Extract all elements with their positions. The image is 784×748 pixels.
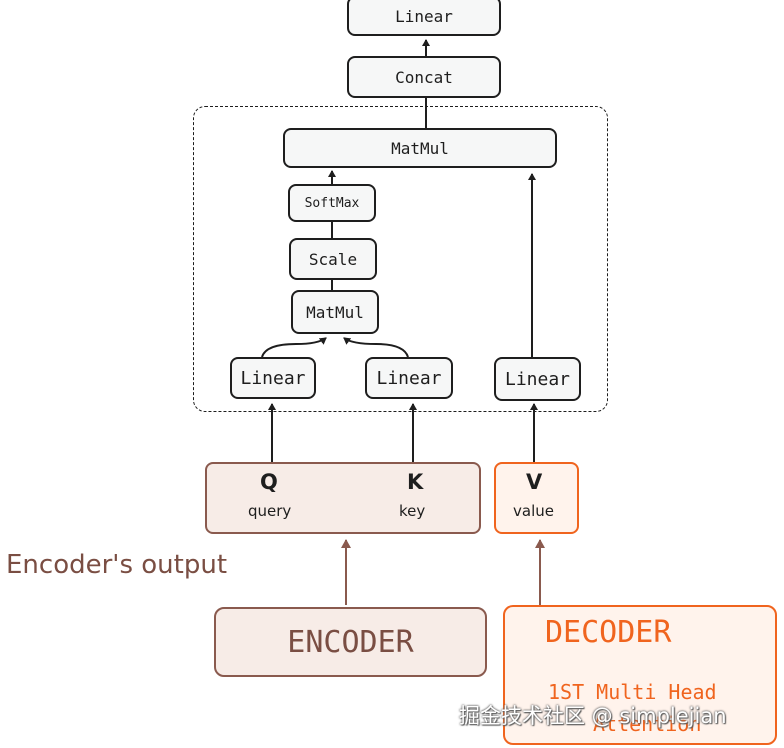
encoder-block: ENCODER — [214, 607, 487, 677]
watermark: 掘金技术社区 @ simplejian — [459, 704, 727, 728]
linear-k-node: Linear — [365, 357, 453, 399]
linear-output-node: Linear — [347, 0, 501, 36]
matmul-bottom-node: MatMul — [291, 290, 379, 334]
query-key-box — [205, 462, 481, 534]
key-label: key — [399, 502, 426, 520]
v-label: V — [526, 470, 543, 494]
decoder-subtitle-line2: Attention — [593, 712, 702, 736]
scale-node: Scale — [289, 238, 377, 280]
k-label: K — [407, 470, 424, 494]
q-label: Q — [260, 470, 278, 494]
decoder-block — [503, 605, 777, 745]
softmax-node: SoftMax — [288, 184, 376, 222]
concat-node: Concat — [347, 56, 501, 98]
arrow-linear-q-to-matmul — [261, 337, 327, 358]
value-box — [494, 462, 579, 534]
arrow-linear-k-to-matmul — [343, 337, 409, 358]
value-label: value — [513, 502, 554, 520]
decoder-title: DECODER — [545, 615, 672, 650]
linear-q-node: Linear — [230, 357, 316, 399]
decoder-subtitle-line1: 1ST Multi Head — [548, 680, 717, 704]
matmul-top-node: MatMul — [283, 128, 557, 168]
linear-v-node: Linear — [494, 357, 581, 401]
attention-block-frame — [193, 106, 608, 412]
encoder-output-label: Encoder's output — [6, 550, 228, 580]
query-label: query — [248, 502, 292, 520]
